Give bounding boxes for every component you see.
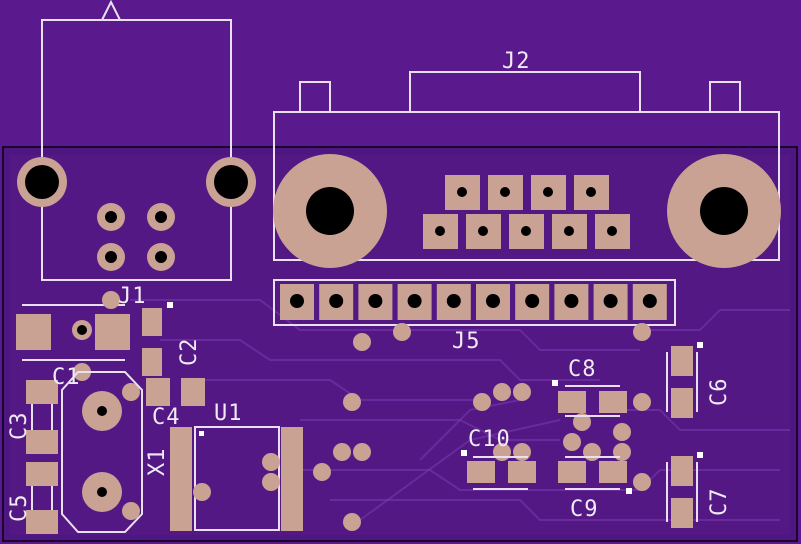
j5-pin-hole — [368, 294, 383, 308]
label-c7: C7 — [707, 488, 732, 517]
label-c4: C4 — [152, 405, 181, 430]
j5-pin-hole — [642, 294, 657, 308]
x1-crystal — [61, 371, 143, 533]
j5-pin-hole — [525, 294, 540, 308]
c4-component — [122, 378, 205, 406]
label-c3: C3 — [7, 412, 32, 441]
label-c5: C5 — [7, 494, 32, 523]
j5-pin-hole — [290, 294, 304, 308]
j5-pin-hole — [486, 294, 500, 308]
u1-chip — [170, 426, 303, 531]
j5-header — [273, 279, 676, 326]
j5-pin-hole — [329, 294, 344, 308]
c6-component — [666, 342, 703, 418]
j5-pin-hole — [407, 294, 422, 308]
silkscreen-labels: J2 J1 J5 C1 C4 U1 C8 C10 C9 C2 C3 C5 X1 … — [7, 49, 732, 522]
label-j2: J2 — [502, 49, 531, 74]
label-c10: C10 — [468, 427, 511, 452]
label-x1: X1 — [145, 448, 170, 477]
label-u1: U1 — [214, 401, 243, 426]
label-j5: J5 — [452, 329, 481, 354]
label-c6: C6 — [707, 378, 732, 407]
label-c1: C1 — [52, 365, 81, 390]
j5-pin-hole — [564, 294, 579, 308]
j5-pin-hole — [446, 294, 461, 308]
c10-component — [461, 450, 536, 490]
label-c8: C8 — [568, 357, 597, 382]
j2-connector — [273, 71, 781, 268]
c2-component — [142, 302, 173, 376]
label-c2: C2 — [177, 338, 202, 367]
label-c9: C9 — [570, 497, 599, 522]
copper-traces — [130, 299, 790, 521]
c7-component — [666, 452, 703, 528]
board-inner-fill — [10, 155, 790, 535]
c9-component — [558, 456, 632, 494]
c8-component — [552, 380, 627, 417]
j5-pin-hole — [603, 294, 618, 308]
j1-connector — [17, 0, 256, 281]
c3-c5-components — [26, 380, 58, 534]
vias — [313, 323, 651, 531]
label-j1: J1 — [118, 284, 147, 309]
c1-component — [16, 291, 130, 381]
